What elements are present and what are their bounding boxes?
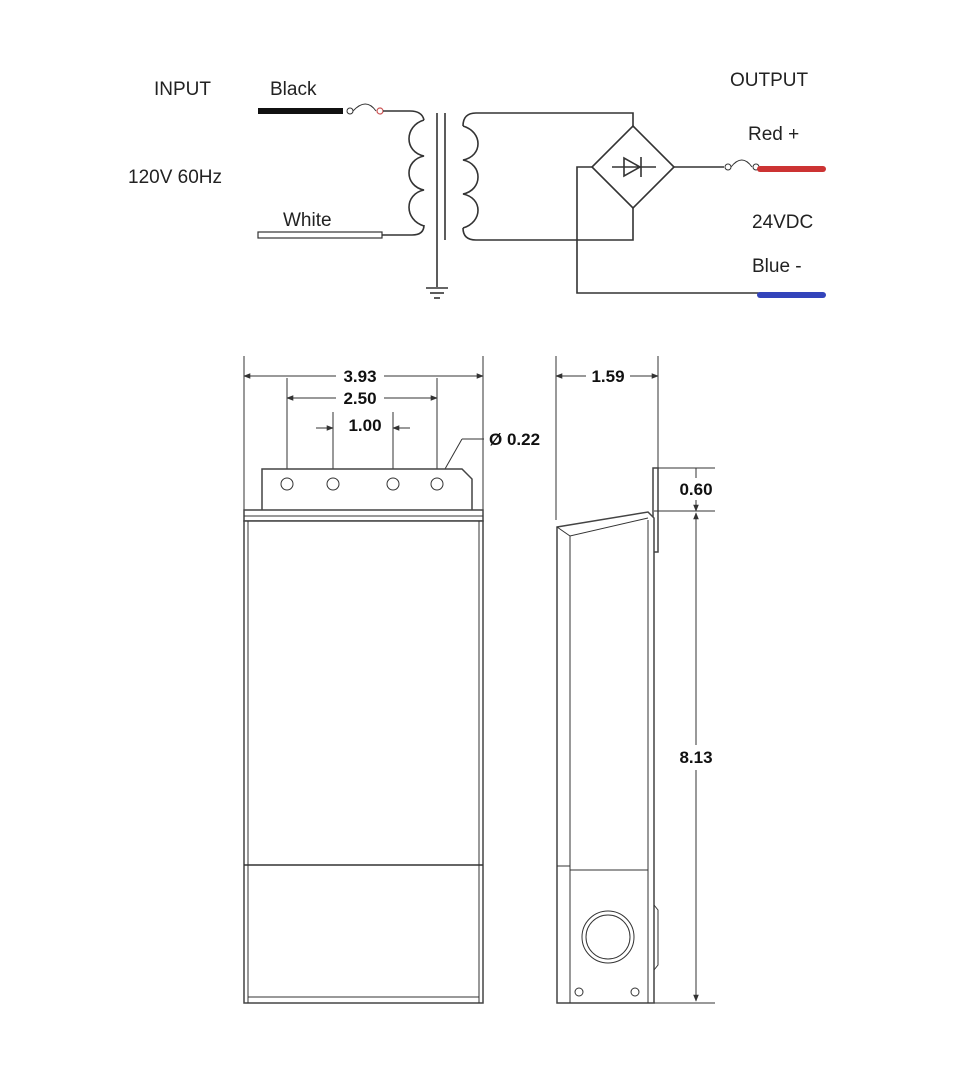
primary-lead-top	[383, 110, 425, 121]
terminal-icon	[346, 107, 354, 115]
wire-splice-icon	[352, 103, 377, 112]
body-height-dimension: 8.13	[679, 748, 712, 767]
input-label: INPUT	[154, 79, 211, 100]
mounting-tab	[261, 468, 473, 510]
ground-icon	[426, 287, 448, 299]
hole-spacing-inner-dimension: 1.00	[348, 416, 381, 435]
depth-dimension: 1.59	[591, 367, 624, 386]
output-label: OUTPUT	[730, 70, 809, 91]
wiring-schematic: INPUT 120V 60Hz Black White OUTPUT Red +…	[128, 70, 826, 299]
terminal-icon	[724, 163, 732, 171]
negative-lead	[576, 166, 760, 294]
screw-icon	[630, 987, 640, 997]
white-input-wire	[257, 231, 383, 239]
bridge-rectifier	[590, 124, 676, 210]
conduit-knockout	[581, 910, 635, 964]
side-view: 1.59 0.60 8.13	[555, 356, 715, 1004]
conduit-knockout-inner	[585, 914, 631, 960]
screw-icon	[574, 987, 584, 997]
mounting-hole	[430, 477, 444, 491]
front-view: 3.93 2.50 1.00 Ø 0.22	[243, 356, 540, 1004]
output-spec: 24VDC	[752, 212, 813, 233]
overall-width-dimension: 3.93	[343, 367, 376, 386]
terminal-icon	[376, 107, 384, 115]
secondary-coil	[462, 125, 479, 229]
blue-wire-label: Blue -	[752, 256, 802, 277]
diode-icon	[612, 156, 656, 178]
wire-splice-icon	[730, 159, 753, 168]
side-housing	[556, 511, 655, 1004]
side-latch	[653, 904, 659, 971]
secondary-lead-top	[462, 112, 634, 127]
mounting-hole	[386, 477, 400, 491]
red-wire-label: Red +	[748, 124, 799, 145]
black-wire-label: Black	[270, 79, 317, 100]
hole-spacing-outer-dimension: 2.50	[343, 389, 376, 408]
primary-lead-bottom	[382, 224, 425, 236]
tab-height-dimension: 0.60	[679, 480, 712, 499]
mounting-hole	[280, 477, 294, 491]
primary-coil	[408, 119, 425, 227]
mounting-hole	[326, 477, 340, 491]
hole-diameter-dimension: Ø 0.22	[489, 430, 540, 449]
housing-body	[243, 520, 484, 1004]
white-wire-label: White	[283, 210, 332, 231]
input-spec: 120V 60Hz	[128, 167, 222, 188]
secondary-lead-bottom	[462, 208, 634, 241]
